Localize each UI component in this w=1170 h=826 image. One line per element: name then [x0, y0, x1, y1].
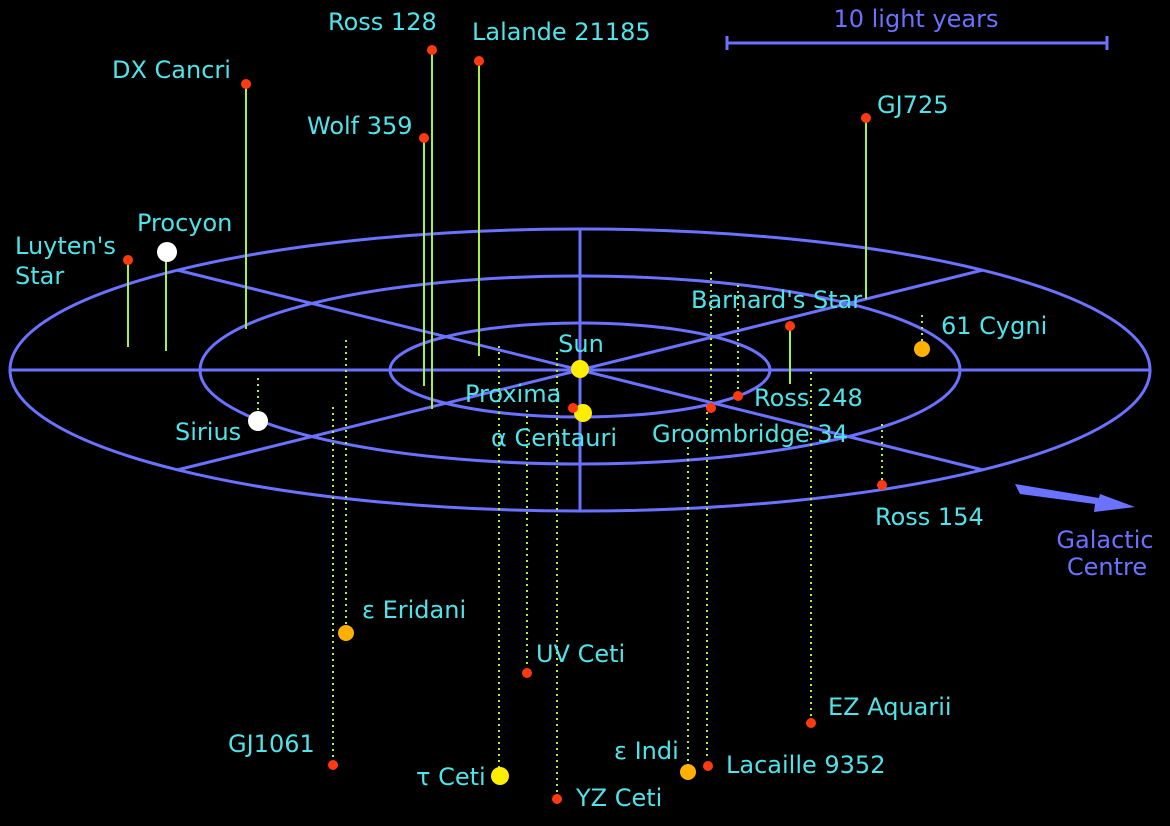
star-proxima	[568, 403, 578, 413]
label-barnards-star: Barnard's Star	[691, 286, 862, 314]
label-procyon: Procyon	[137, 209, 232, 237]
galactic-centre-label-line1: Galactic	[1056, 526, 1153, 554]
label-groombridge-34: Groombridge 34	[652, 420, 848, 448]
star-gj725	[861, 113, 871, 123]
direction-arrow-icon	[1015, 484, 1135, 512]
galactic-centre-arrow: Galactic Centre	[1015, 484, 1154, 581]
star-sun	[571, 360, 589, 378]
label-ez-aquarii: EZ Aquarii	[828, 693, 952, 721]
galactic-centre-label-line2: Centre	[1067, 553, 1147, 581]
label-gj725: GJ725	[877, 91, 948, 119]
star-labels: Sun Proxima α Centauri Luyten's Star Pro…	[15, 8, 1047, 812]
scale-bar: 10 light years	[725, 5, 1109, 50]
label-luytens-star-line1: Luyten's	[15, 232, 116, 260]
label-epsilon-eridani: ε Eridani	[362, 596, 466, 624]
star-barnards-star	[785, 321, 795, 331]
star-procyon	[157, 242, 177, 262]
star-lacaille-9352	[703, 761, 713, 771]
star-stems	[127, 52, 923, 794]
label-61-cygni: 61 Cygni	[941, 312, 1047, 340]
label-yz-ceti: YZ Ceti	[575, 784, 662, 812]
star-markers	[123, 45, 930, 804]
label-uv-ceti: UV Ceti	[536, 640, 625, 668]
label-sirius: Sirius	[175, 418, 241, 446]
star-sirius	[248, 411, 268, 431]
label-dx-cancri: DX Cancri	[112, 56, 231, 84]
star-epsilon-indi	[680, 764, 696, 780]
scale-bar-label: 10 light years	[833, 5, 998, 33]
label-sun: Sun	[558, 330, 604, 358]
label-ross-128: Ross 128	[328, 8, 437, 36]
star-uv-ceti	[522, 668, 532, 678]
label-luytens-star-line2: Star	[15, 262, 64, 290]
star-yz-ceti	[552, 794, 562, 804]
label-tau-ceti: τ Ceti	[416, 763, 486, 791]
star-luytens-star	[123, 255, 133, 265]
star-dx-cancri	[241, 79, 251, 89]
label-wolf-359: Wolf 359	[307, 112, 413, 140]
star-61-cygni	[914, 341, 930, 357]
star-tau-ceti	[491, 767, 509, 785]
star-groombridge-34	[706, 403, 716, 413]
star-epsilon-eridani	[338, 625, 354, 641]
star-ross-248	[733, 391, 743, 401]
label-lacaille-9352: Lacaille 9352	[726, 751, 885, 779]
label-lalande-21185: Lalande 21185	[472, 18, 651, 46]
star-ez-aquarii	[806, 718, 816, 728]
star-alpha-centauri	[574, 404, 592, 422]
label-ross-248: Ross 248	[754, 384, 863, 412]
star-ross-128	[427, 45, 437, 55]
label-epsilon-indi: ε Indi	[614, 737, 679, 765]
label-gj1061: GJ1061	[228, 730, 315, 758]
label-alpha-centauri: α Centauri	[491, 424, 617, 452]
star-lalande-21185	[474, 56, 484, 66]
star-gj1061	[328, 760, 338, 770]
star-wolf-359	[419, 133, 429, 143]
star-ross-154	[877, 480, 887, 490]
label-ross-154: Ross 154	[875, 503, 984, 531]
label-proxima: Proxima	[465, 380, 561, 408]
